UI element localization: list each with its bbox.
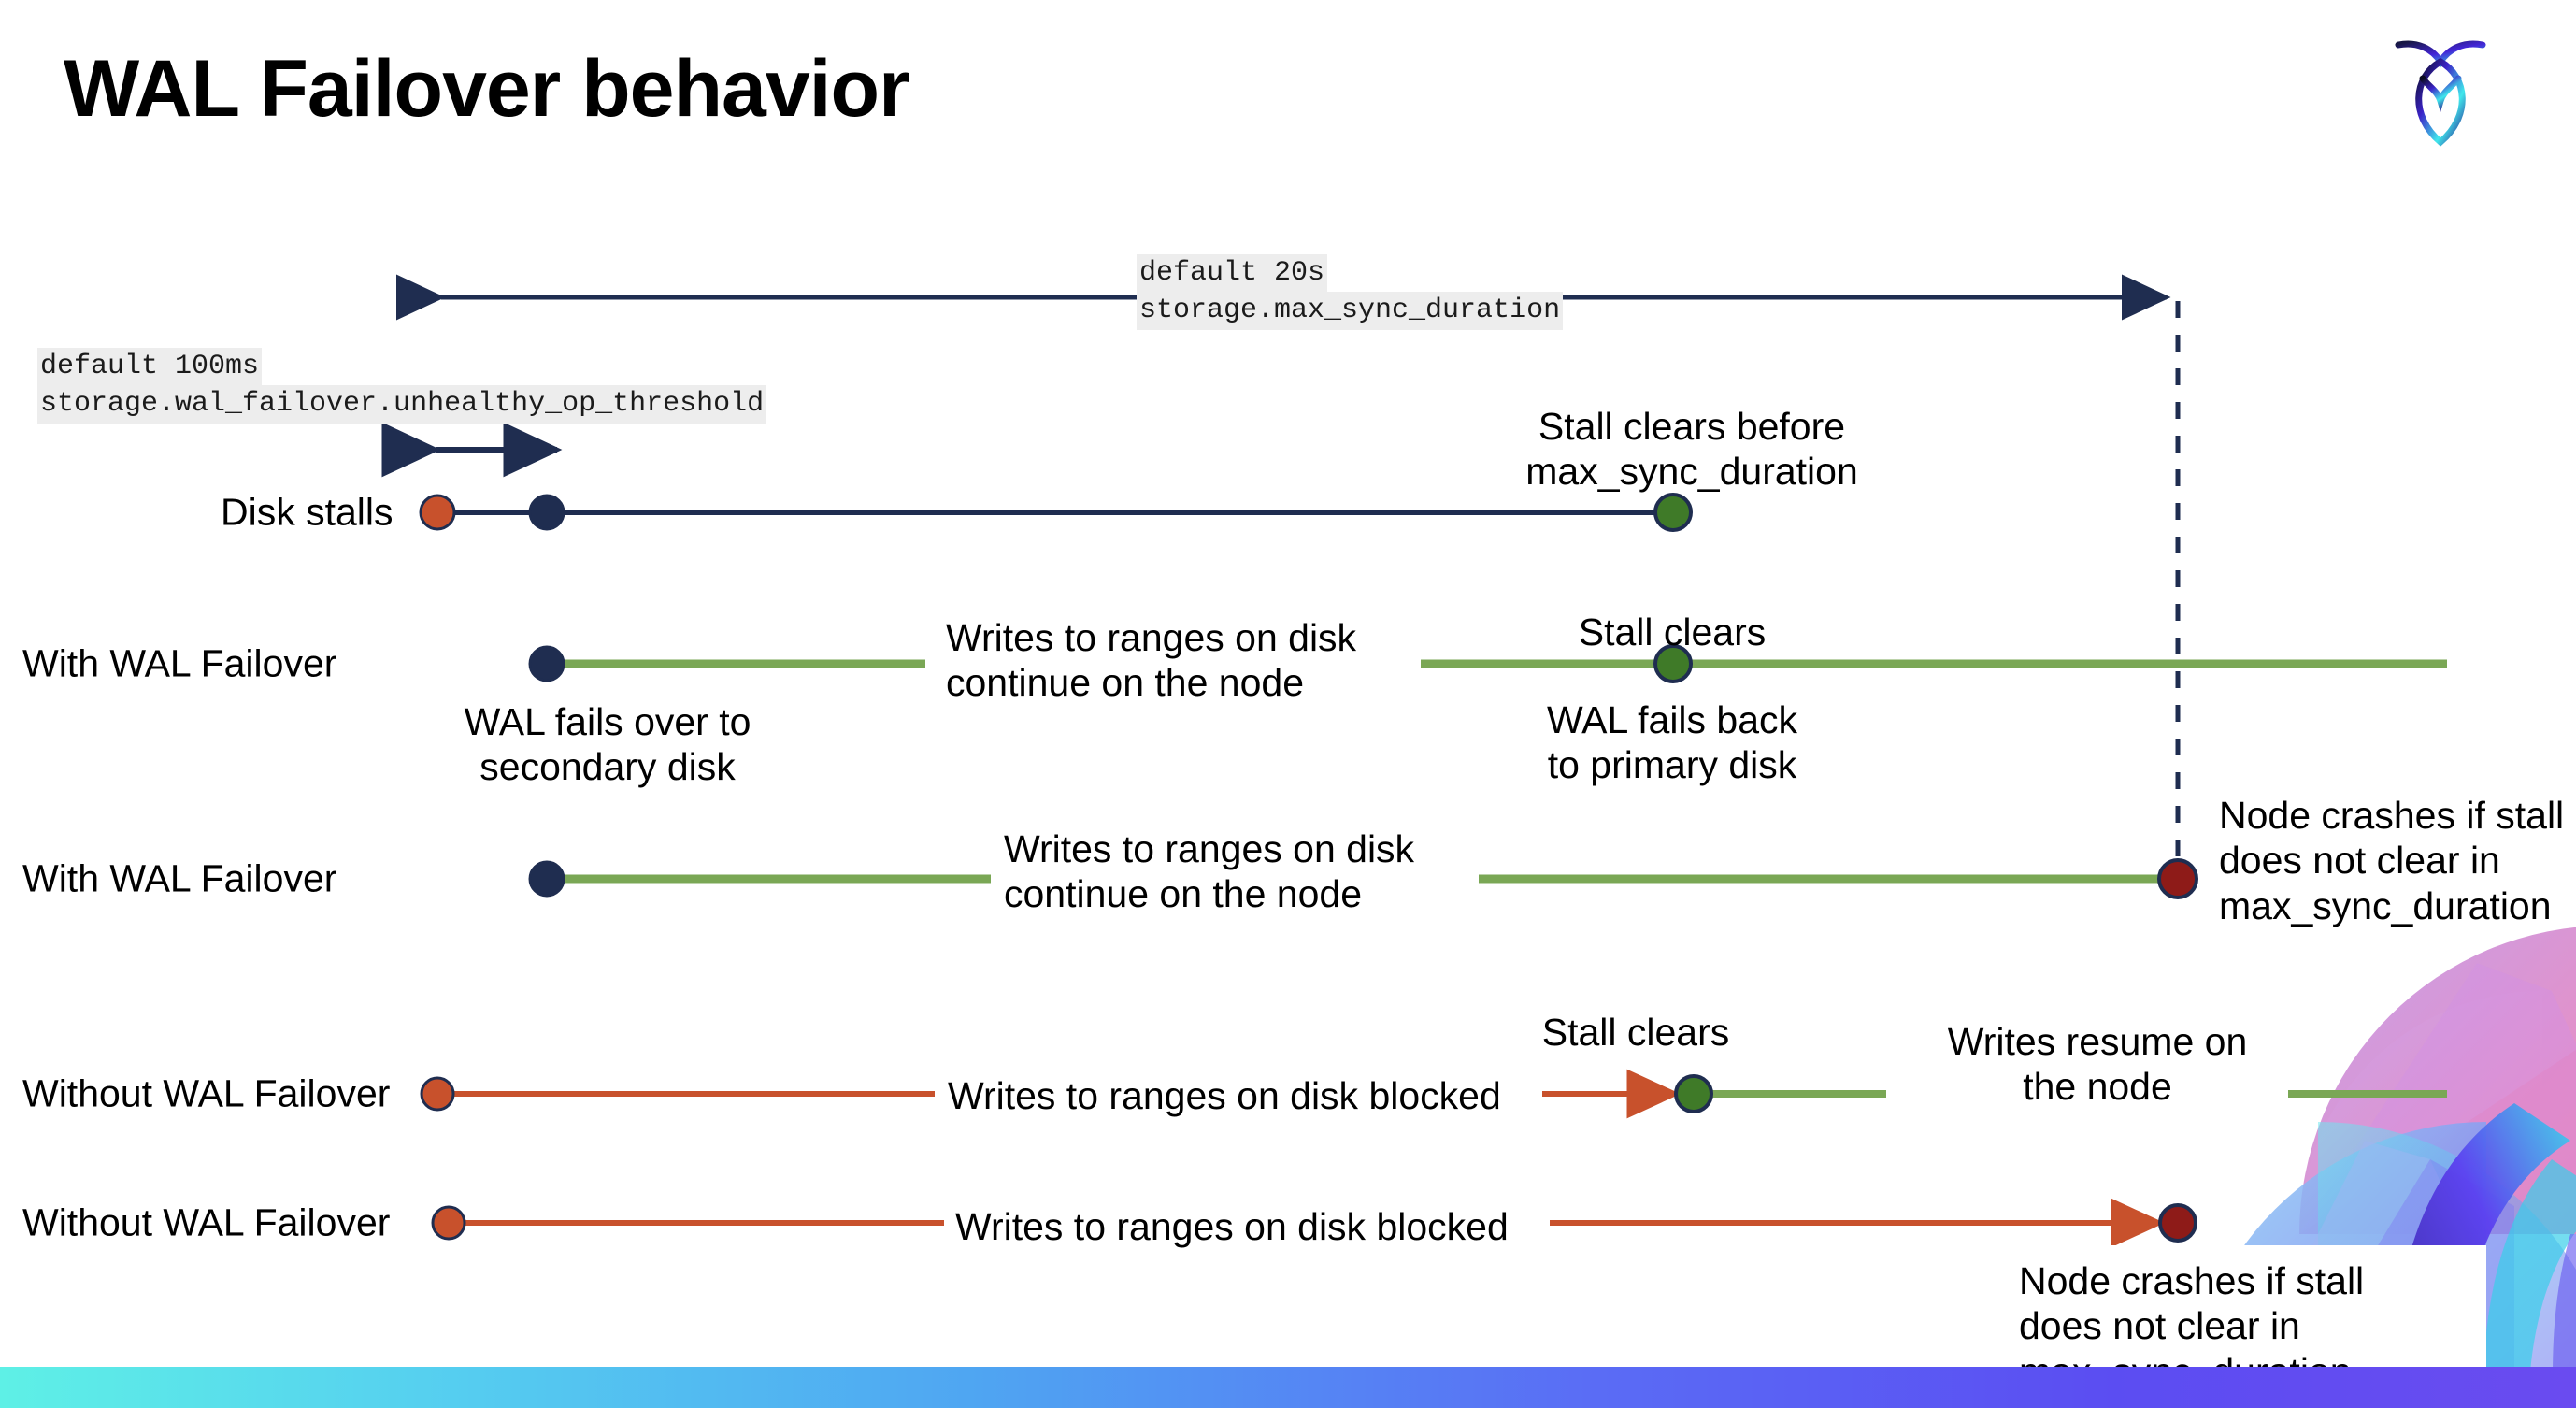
- marker-stall-start: [419, 494, 456, 531]
- timeline-row-with-failover-recovers: [528, 644, 2447, 683]
- note-wal-fails-over: WAL fails over to secondary disk: [464, 700, 751, 789]
- marker-stall-clears: [1674, 1074, 1713, 1113]
- note-writes-blocked-row4: Writes to ranges on disk blocked: [948, 1074, 1501, 1117]
- page-title: WAL Failover behavior: [64, 44, 910, 134]
- row-label-with-wal-failover-2: With WAL Failover: [22, 856, 337, 900]
- marker-stall-clears: [1653, 644, 1693, 683]
- marker-stall-start: [420, 1076, 455, 1112]
- timeline-row-without-failover-recovers: [420, 1069, 2447, 1119]
- row-label-without-wal-failover-2: Without WAL Failover: [22, 1200, 391, 1244]
- marker-stall-start: [431, 1205, 466, 1241]
- note-writes-blocked-row5: Writes to ranges on disk blocked: [955, 1205, 1509, 1248]
- note-stall-clears-before-max-sync: Stall clears before max_sync_duration: [1525, 405, 1858, 494]
- annotation-default-value: default 20s: [1137, 254, 1328, 293]
- annotation-setting-name: storage.wal_failover.unhealthy_op_thresh…: [37, 385, 767, 424]
- marker-wal-fails-over: [528, 645, 565, 682]
- marker-node-crash: [2158, 1203, 2197, 1243]
- annotation-default-value: default 100ms: [37, 348, 263, 386]
- note-stall-clears-row4: Stall clears: [1541, 1011, 1730, 1054]
- note-stall-clears-row2: Stall clears: [1578, 611, 1767, 654]
- timeline-row-without-failover-crashes: [431, 1198, 2197, 1248]
- row-label-disk-stalls: Disk stalls: [221, 490, 394, 534]
- note-wal-fails-back: WAL fails back to primary disk: [1546, 698, 1798, 787]
- row-label-without-wal-failover-1: Without WAL Failover: [22, 1071, 391, 1115]
- note-node-crashes-row3: Node crashes if stall does not clear in …: [2219, 794, 2565, 927]
- note-writes-continue-row3: Writes to ranges on disk continue on the…: [1004, 827, 1415, 916]
- annotation-setting-name: storage.max_sync_duration: [1137, 292, 1564, 330]
- annotation-max-sync-duration: default 20s storage.max_sync_duration: [1137, 254, 1564, 330]
- note-writes-resume: Writes resume on the node: [1947, 1020, 2248, 1109]
- bottom-gradient-bar: [0, 1367, 2576, 1408]
- marker-stall-clears: [1653, 493, 1693, 532]
- marker-wal-fails-over: [528, 860, 565, 898]
- annotation-unhealthy-op-threshold: default 100ms storage.wal_failover.unhea…: [37, 348, 767, 424]
- note-writes-continue-row2: Writes to ranges on disk continue on the…: [946, 616, 1357, 705]
- marker-node-crash: [2157, 858, 2198, 899]
- timeline-row-disk-stalls: [419, 493, 1693, 532]
- row-label-with-wal-failover-1: With WAL Failover: [22, 641, 337, 685]
- marker-threshold-reached: [528, 494, 565, 531]
- timeline-row-with-failover-crashes: [528, 858, 2198, 899]
- cockroachdb-logo: [2389, 30, 2492, 150]
